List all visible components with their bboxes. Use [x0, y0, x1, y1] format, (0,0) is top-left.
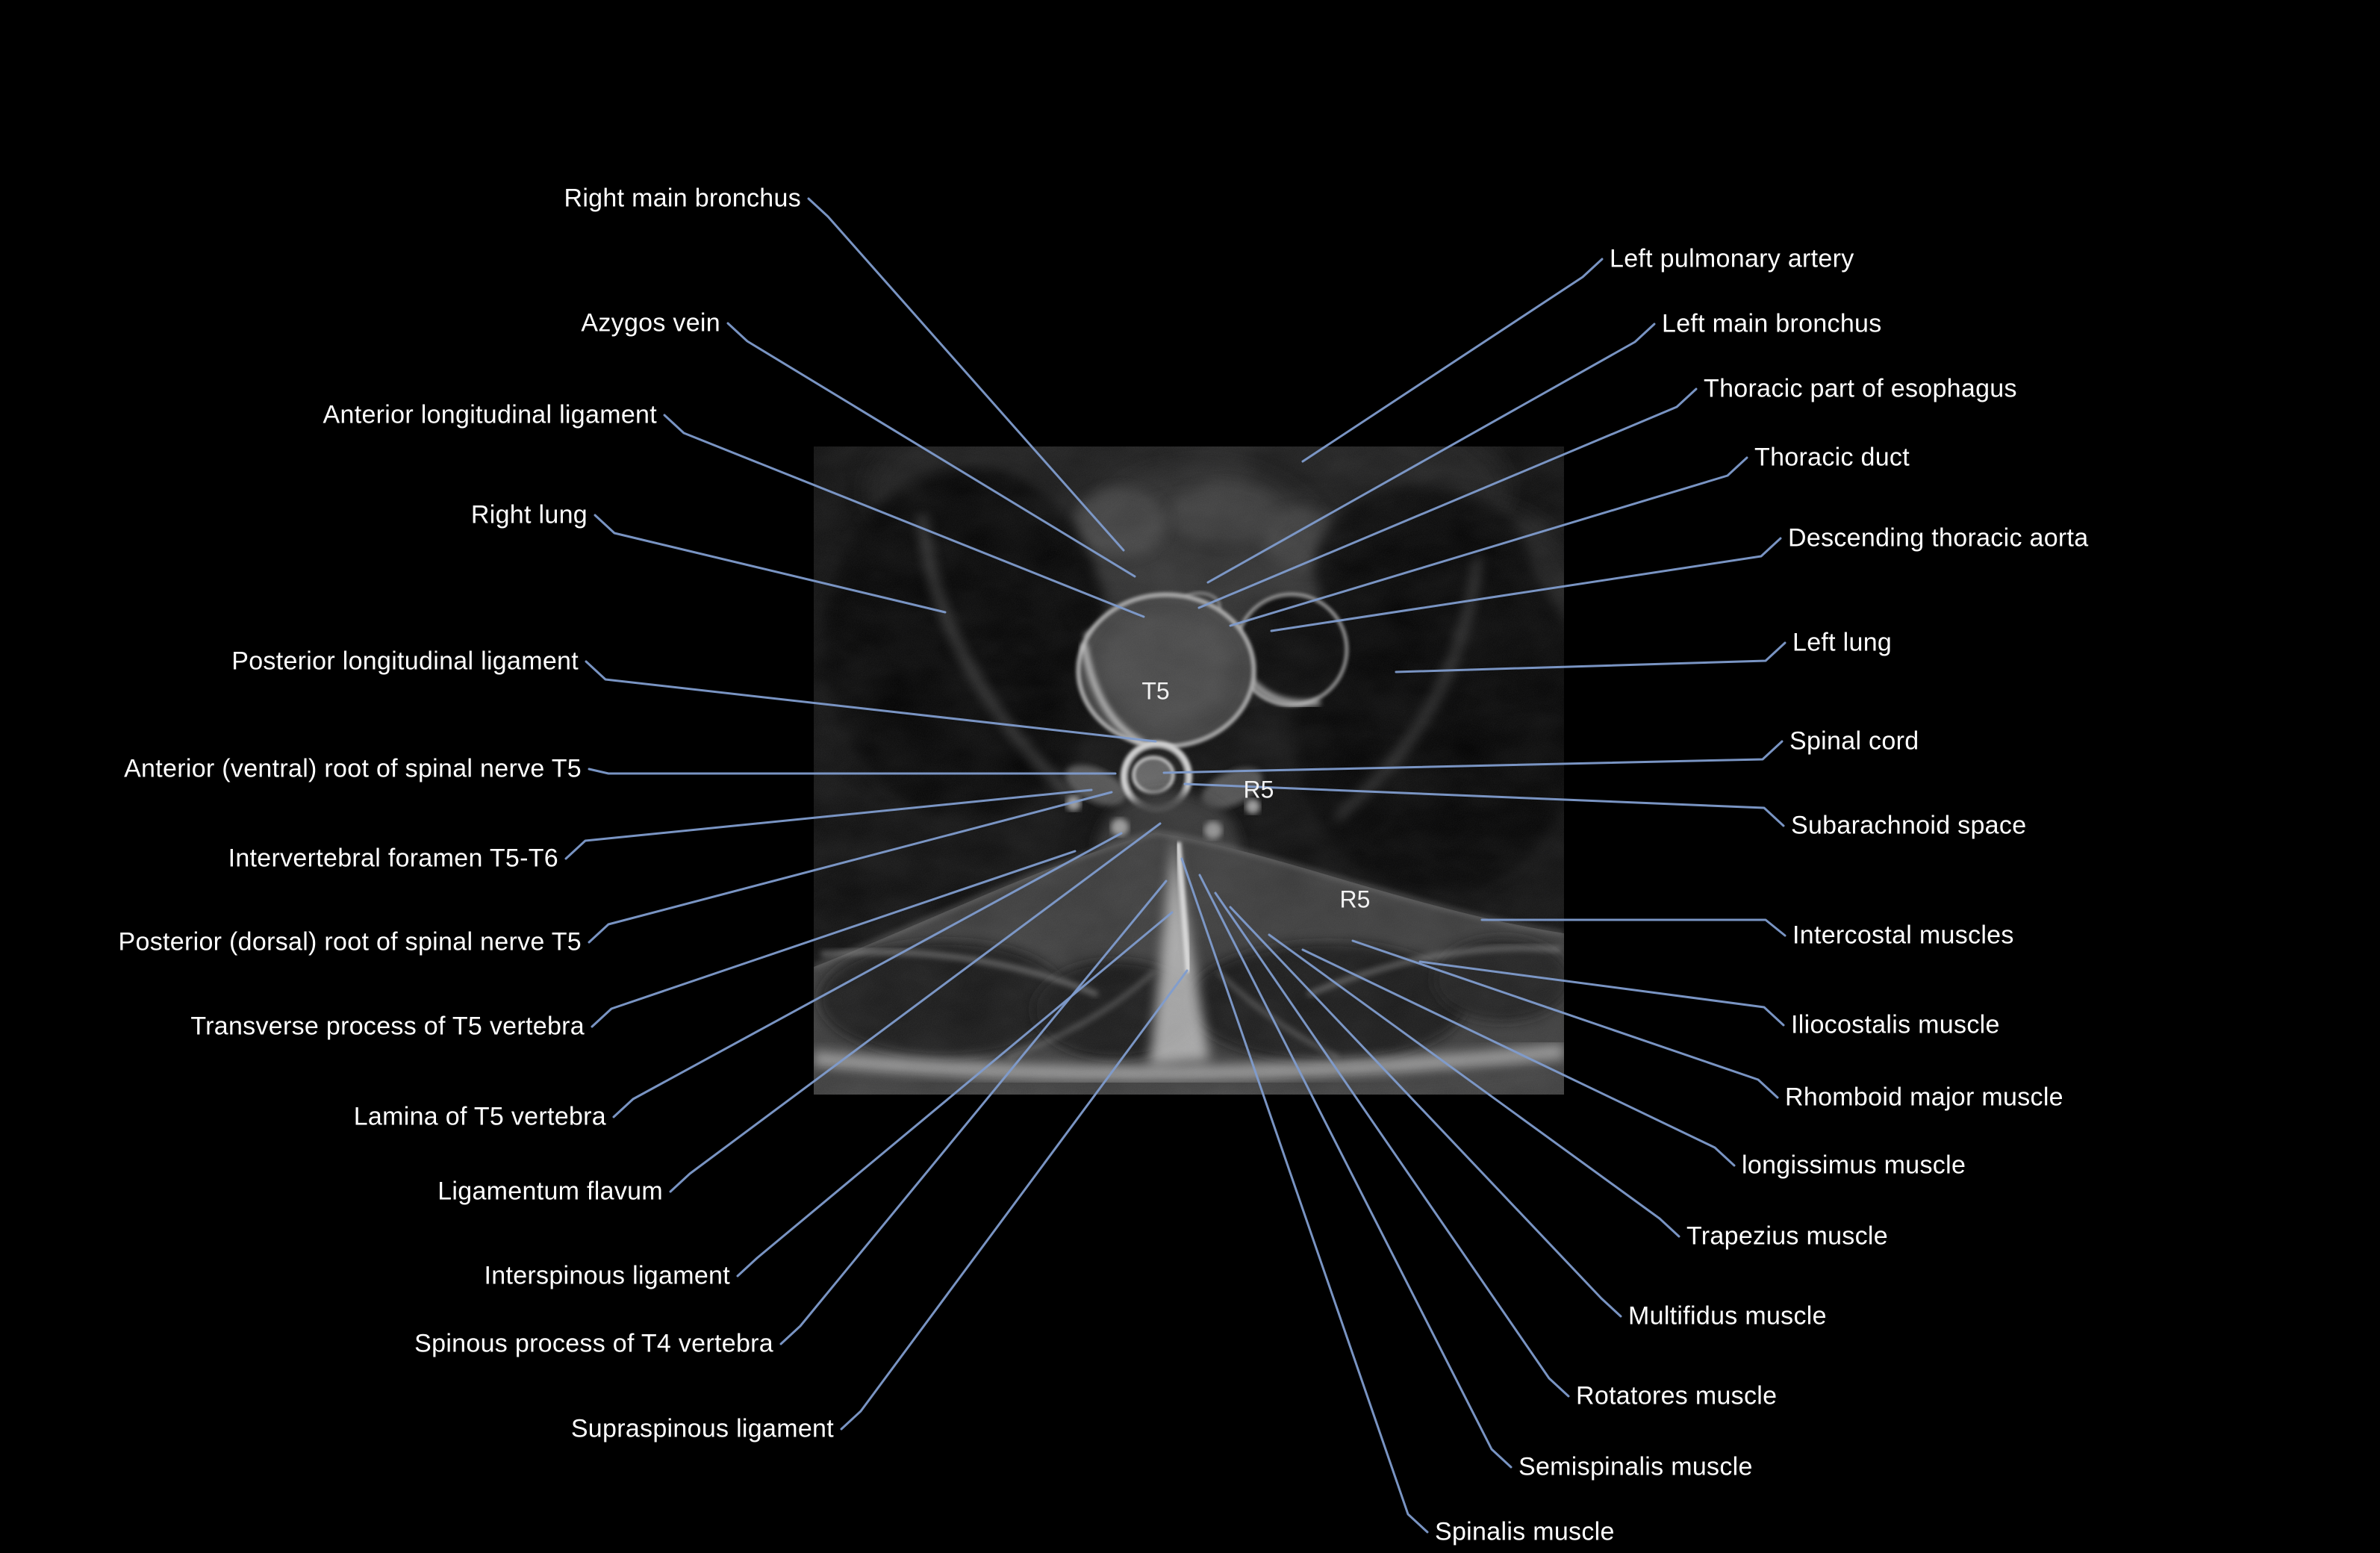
label-multifidus-muscle: Multifidus muscle: [1628, 1301, 1827, 1331]
label-lamina-t5: Lamina of T5 vertebra: [353, 1102, 606, 1131]
leader-line-intervertebral-foramen-t5-t6: [564, 788, 1093, 860]
leader-line-iliocostalis-muscle: [1418, 960, 1785, 1027]
label-transverse-process-t5: Transverse process of T5 vertebra: [190, 1012, 585, 1041]
label-spinous-process-t4: Spinous process of T4 vertebra: [414, 1329, 773, 1358]
rib-r5-medial-annotation: R5: [1243, 776, 1274, 803]
rib-r5-lateral-annotation: R5: [1339, 886, 1371, 913]
leader-line-trapezius-muscle: [1268, 933, 1680, 1238]
leader-line-lamina-t5: [612, 832, 1123, 1118]
vertebra-t5-annotation: T5: [1141, 677, 1170, 705]
label-intercostal-muscles: Intercostal muscles: [1792, 921, 2014, 950]
label-longissimus-muscle: longissimus muscle: [1742, 1151, 1966, 1180]
leader-line-left-main-bronchus: [1206, 323, 1656, 584]
label-semispinalis-muscle: Semispinalis muscle: [1518, 1452, 1753, 1481]
label-iliocostalis-muscle: Iliocostalis muscle: [1791, 1010, 2000, 1039]
leader-line-multifidus-muscle: [1229, 906, 1622, 1318]
leader-line-left-lung: [1395, 641, 1786, 673]
label-thoracic-part-of-esophagus: Thoracic part of esophagus: [1704, 374, 2017, 403]
leader-line-transverse-process-t5: [591, 850, 1077, 1028]
label-anterior-longitudinal-ligament: Anterior longitudinal ligament: [323, 400, 657, 429]
leader-line-right-lung: [594, 514, 947, 614]
label-rotatores-muscle: Rotatores muscle: [1576, 1381, 1778, 1410]
leader-line-interspinous-ligament: [736, 911, 1174, 1277]
leader-line-semispinalis-muscle: [1198, 874, 1513, 1469]
label-interspinous-ligament: Interspinous ligament: [484, 1261, 730, 1290]
leader-line-rotatores-muscle: [1214, 891, 1570, 1398]
leader-line-subarachnoid-space: [1183, 782, 1785, 827]
leader-line-longissimus-muscle: [1301, 948, 1736, 1167]
leader-line-posterior-dorsal-root-spinal-nerve-t5: [588, 791, 1113, 944]
leader-line-posterior-longitudinal-ligament: [585, 660, 1157, 743]
label-rhomboid-major-muscle: Rhomboid major muscle: [1785, 1083, 2063, 1112]
leader-line-thoracic-duct: [1229, 456, 1748, 627]
label-posterior-longitudinal-ligament: Posterior longitudinal ligament: [231, 647, 579, 676]
label-left-pulmonary-artery: Left pulmonary artery: [1610, 244, 1854, 273]
leader-line-azygos-vein: [726, 322, 1136, 578]
leader-line-thoracic-part-of-esophagus: [1197, 388, 1698, 609]
label-left-lung: Left lung: [1792, 628, 1893, 657]
leader-line-supraspinous-ligament: [840, 969, 1189, 1431]
label-ligamentum-flavum: Ligamentum flavum: [437, 1177, 663, 1206]
label-thoracic-duct: Thoracic duct: [1754, 443, 1910, 472]
leader-line-anterior-ventral-root-spinal-nerve-t5: [588, 768, 1117, 775]
label-descending-thoracic-aorta: Descending thoracic aorta: [1788, 523, 2089, 553]
leader-line-ligamentum-flavum: [669, 822, 1162, 1193]
label-right-lung: Right lung: [470, 500, 588, 529]
label-trapezius-muscle: Trapezius muscle: [1686, 1221, 1888, 1251]
label-spinalis-muscle: Spinalis muscle: [1435, 1517, 1615, 1546]
leader-line-intercostal-muscles: [1480, 918, 1786, 937]
leader-line-anterior-longitudinal-ligament: [663, 414, 1145, 618]
leader-line-spinous-process-t4: [779, 880, 1168, 1345]
label-spinal-cord: Spinal cord: [1789, 726, 1919, 756]
label-subarachnoid-space: Subarachnoid space: [1791, 811, 2027, 840]
label-left-main-bronchus: Left main bronchus: [1662, 309, 1882, 338]
label-supraspinous-ligament: Supraspinous ligament: [570, 1414, 834, 1443]
label-intervertebral-foramen-t5-t6: Intervertebral foramen T5-T6: [228, 844, 558, 873]
label-right-main-bronchus: Right main bronchus: [564, 184, 801, 213]
label-anterior-ventral-root-spinal-nerve-t5: Anterior (ventral) root of spinal nerve …: [124, 754, 582, 783]
leader-line-right-main-bronchus: [807, 197, 1125, 552]
leader-line-rhomboid-major-muscle: [1351, 939, 1779, 1099]
leader-line-descending-thoracic-aorta: [1270, 537, 1782, 632]
label-posterior-dorsal-root-spinal-nerve-t5: Posterior (dorsal) root of spinal nerve …: [118, 927, 582, 956]
leader-line-spinalis-muscle: [1180, 857, 1429, 1534]
leader-line-left-pulmonary-artery: [1301, 258, 1604, 463]
leader-line-spinal-cord: [1162, 740, 1784, 774]
label-azygos-vein: Azygos vein: [581, 308, 720, 337]
